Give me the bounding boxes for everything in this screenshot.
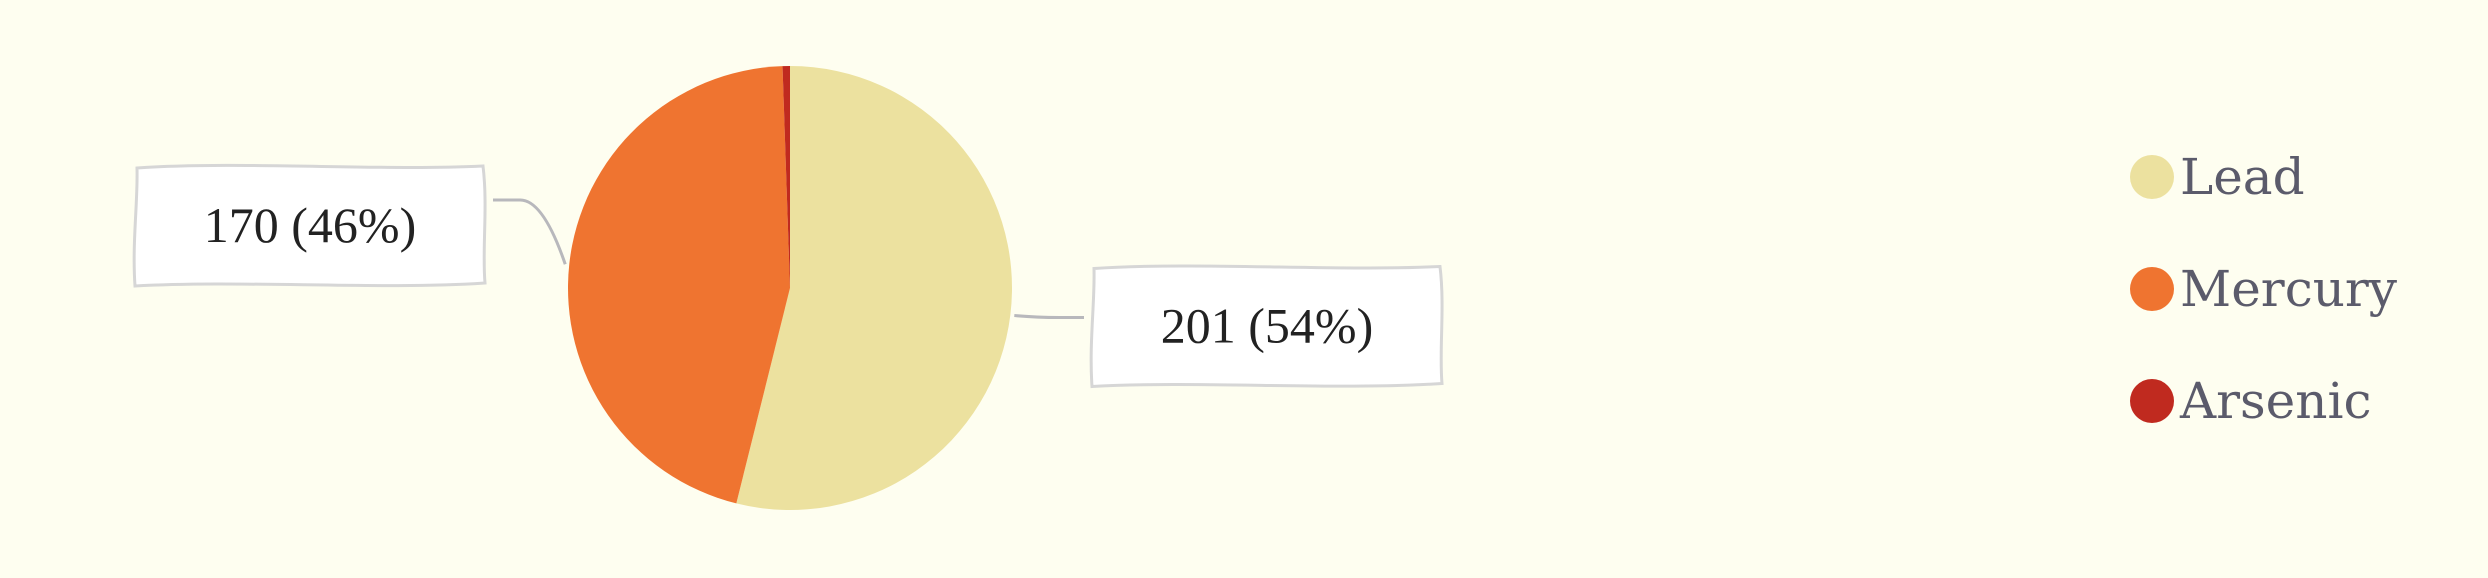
legend-label-mercury: Mercury xyxy=(2180,260,2398,318)
pie-slice-mercury[interactable] xyxy=(567,66,790,504)
pie-slice-arsenic[interactable] xyxy=(782,66,790,288)
leader-line-mercury xyxy=(493,198,567,265)
data-label-text-lead: 201 (54%) xyxy=(1161,298,1373,354)
legend-item-lead[interactable]: Lead xyxy=(2130,148,2305,206)
legend-marker-arsenic xyxy=(2130,379,2174,423)
data-label-lead: 201 (54%) xyxy=(1014,264,1444,389)
slices-layer xyxy=(567,66,1012,510)
data-labels-layer: 201 (54%) 170 (46%) xyxy=(132,163,1444,389)
legend-label-lead: Lead xyxy=(2180,148,2305,206)
data-label-text-mercury: 170 (46%) xyxy=(204,197,416,253)
data-label-box-mercury xyxy=(132,163,487,288)
leader-line-lead xyxy=(1014,314,1084,320)
legend-marker-mercury xyxy=(2130,267,2174,311)
legend-marker-lead xyxy=(2130,155,2174,199)
legend-item-arsenic[interactable]: Arsenic xyxy=(2130,372,2371,430)
pie-slice-lead[interactable] xyxy=(736,66,1012,510)
legend-label-arsenic: Arsenic xyxy=(2179,372,2371,430)
data-label-mercury: 170 (46%) xyxy=(132,163,567,288)
data-label-box-lead xyxy=(1089,264,1444,389)
legend-item-mercury[interactable]: Mercury xyxy=(2130,260,2398,318)
